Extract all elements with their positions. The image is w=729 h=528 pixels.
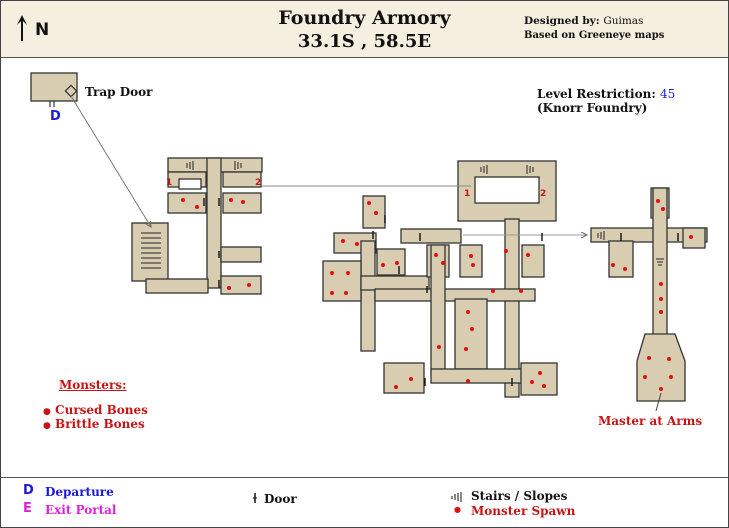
exit-symbol: E (23, 501, 32, 516)
departure-symbol: D (23, 483, 34, 498)
stairs-icon (451, 492, 462, 502)
level-restriction-zone: (Knorr Foundry) (537, 101, 648, 115)
compass-letter: N (35, 20, 49, 40)
level-restriction: Level Restriction: 45 (537, 87, 675, 101)
designer-prefix: Designed by: (524, 15, 604, 27)
legend-divider (1, 477, 728, 478)
monster-list-item: ● Brittle Bones (43, 417, 145, 431)
stair-number: 2 (540, 189, 546, 199)
map-title: Foundry Armory (278, 7, 451, 29)
center-bottom-right-room (520, 362, 558, 396)
departure-marker: D (50, 109, 61, 124)
spawn-dot-icon: ● (43, 421, 51, 431)
exit-legend-label: Exit Portal (45, 503, 117, 517)
map-coordinates: 33.1S , 58.5E (297, 31, 432, 52)
boss-label: Master at Arms (598, 414, 703, 428)
stairs-icons (141, 161, 664, 269)
left-stair-room (131, 222, 169, 282)
dungeon-map: 1 2 1 2 (30, 72, 708, 412)
stair-numbers: 1 2 1 2 (166, 178, 546, 199)
based-on-credit: Based on Greeneye maps (524, 30, 665, 41)
spawn-dot-icon: ● (43, 407, 51, 417)
designer-credit: Designed by: Guimas (524, 15, 643, 27)
spawn-dot-icon: ● (454, 505, 461, 514)
stair-number: 2 (255, 178, 261, 188)
header-bar: N Foundry Armory 33.1S , 58.5E Designed … (1, 1, 728, 58)
door-legend-label: Door (264, 492, 297, 506)
monster-list-item: ● Cursed Bones (43, 403, 148, 417)
monster-name: Brittle Bones (55, 417, 145, 431)
rooms (30, 72, 708, 402)
center-bottom-left-room (383, 362, 425, 394)
stairs-legend-label: Stairs / Slopes (471, 489, 568, 503)
north-compass-icon: N (17, 15, 49, 41)
spawn-legend-label: Monster Spawn (471, 504, 576, 518)
departure-legend-label: Departure (45, 485, 114, 499)
monster-name: Cursed Bones (55, 403, 148, 417)
monsters-heading: Monsters: (59, 378, 127, 392)
trap-door-label: Trap Door (85, 85, 153, 99)
stair-number: 1 (464, 189, 470, 199)
master-at-arms-room (636, 333, 686, 402)
level-restriction-label: Level Restriction: (537, 87, 660, 101)
stair-number: 1 (166, 178, 172, 188)
designer-name: Guimas (603, 15, 644, 27)
trap-door-connection (70, 95, 151, 227)
level-restriction-value: 45 (659, 87, 676, 101)
door-icon (253, 493, 257, 503)
door-icons (203, 198, 679, 386)
monster-spawn-points (181, 198, 693, 391)
boss-pointer (655, 392, 662, 412)
